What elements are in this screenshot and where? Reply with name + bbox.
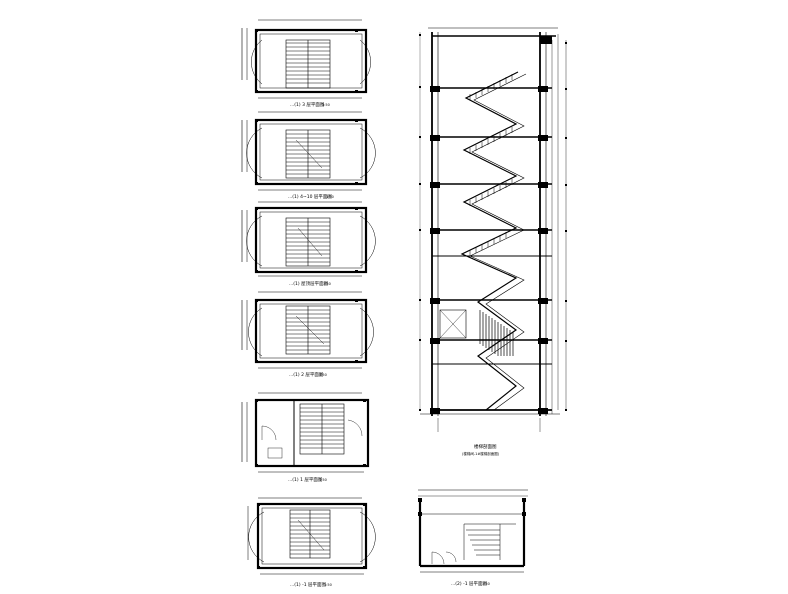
plan-title: ...(2) -1 层平面图 <box>451 581 488 587</box>
plan-title: ...(1) 屋顶层平面图 <box>289 281 329 287</box>
section-subtitle: (楼梯间-1#楼梯剖面图) <box>462 451 500 456</box>
stair-step-ticks <box>469 74 513 256</box>
plan-scale: 1:50 <box>322 103 330 107</box>
plan-scale: 1:50 <box>319 373 327 377</box>
plan-title: ...(1) 3 层平面图 <box>290 102 325 108</box>
plan-scale: 1:50 <box>323 282 331 286</box>
floor-beams <box>430 86 548 414</box>
stair-plan-level-3: ...(1) 3 层平面图 1:50 <box>241 19 371 108</box>
stair-section: 楼梯剖面图 (楼梯间-1#楼梯剖面图) <box>419 27 567 456</box>
stair-plan-level-4-10: ...(1) 4~10 层平面图 1:50 <box>241 111 376 200</box>
plan-scale: 1:50 <box>326 195 334 199</box>
stair-plan-level-minus-1-b: ...(2) -1 层平面图 1:50 <box>418 489 528 587</box>
plan-scale: 1:50 <box>324 583 332 587</box>
plan-title: ...(1) -1 层平面图 <box>290 582 327 588</box>
plan-scale: 1:50 <box>319 478 327 482</box>
stair-plan-level-2: ...(1) 2 层平面图 1:50 <box>241 291 374 378</box>
stair-treads <box>466 529 500 556</box>
section-dimension-ticks <box>419 34 567 411</box>
plan-title: ...(1) 2 层平面图 <box>289 372 324 378</box>
plan-scale: 1:50 <box>482 582 490 586</box>
stair-plan-level-minus-1-a: ...(1) -1 层平面图 1:50 <box>247 497 376 588</box>
stair-flights-zigzag <box>460 71 527 411</box>
stair-plan-level-1: ...(1) 1 层平面图 1:50 <box>241 392 370 483</box>
plan-title: ...(1) 1 层平面图 <box>288 477 323 483</box>
section-title: 楼梯剖面图 <box>474 443 497 450</box>
hatched-flight <box>479 310 514 356</box>
stair-plan-roof: ...(1) 屋顶层平面图 1:50 <box>241 201 376 287</box>
plan-title: ...(1) 4~10 层平面图 <box>288 194 332 200</box>
